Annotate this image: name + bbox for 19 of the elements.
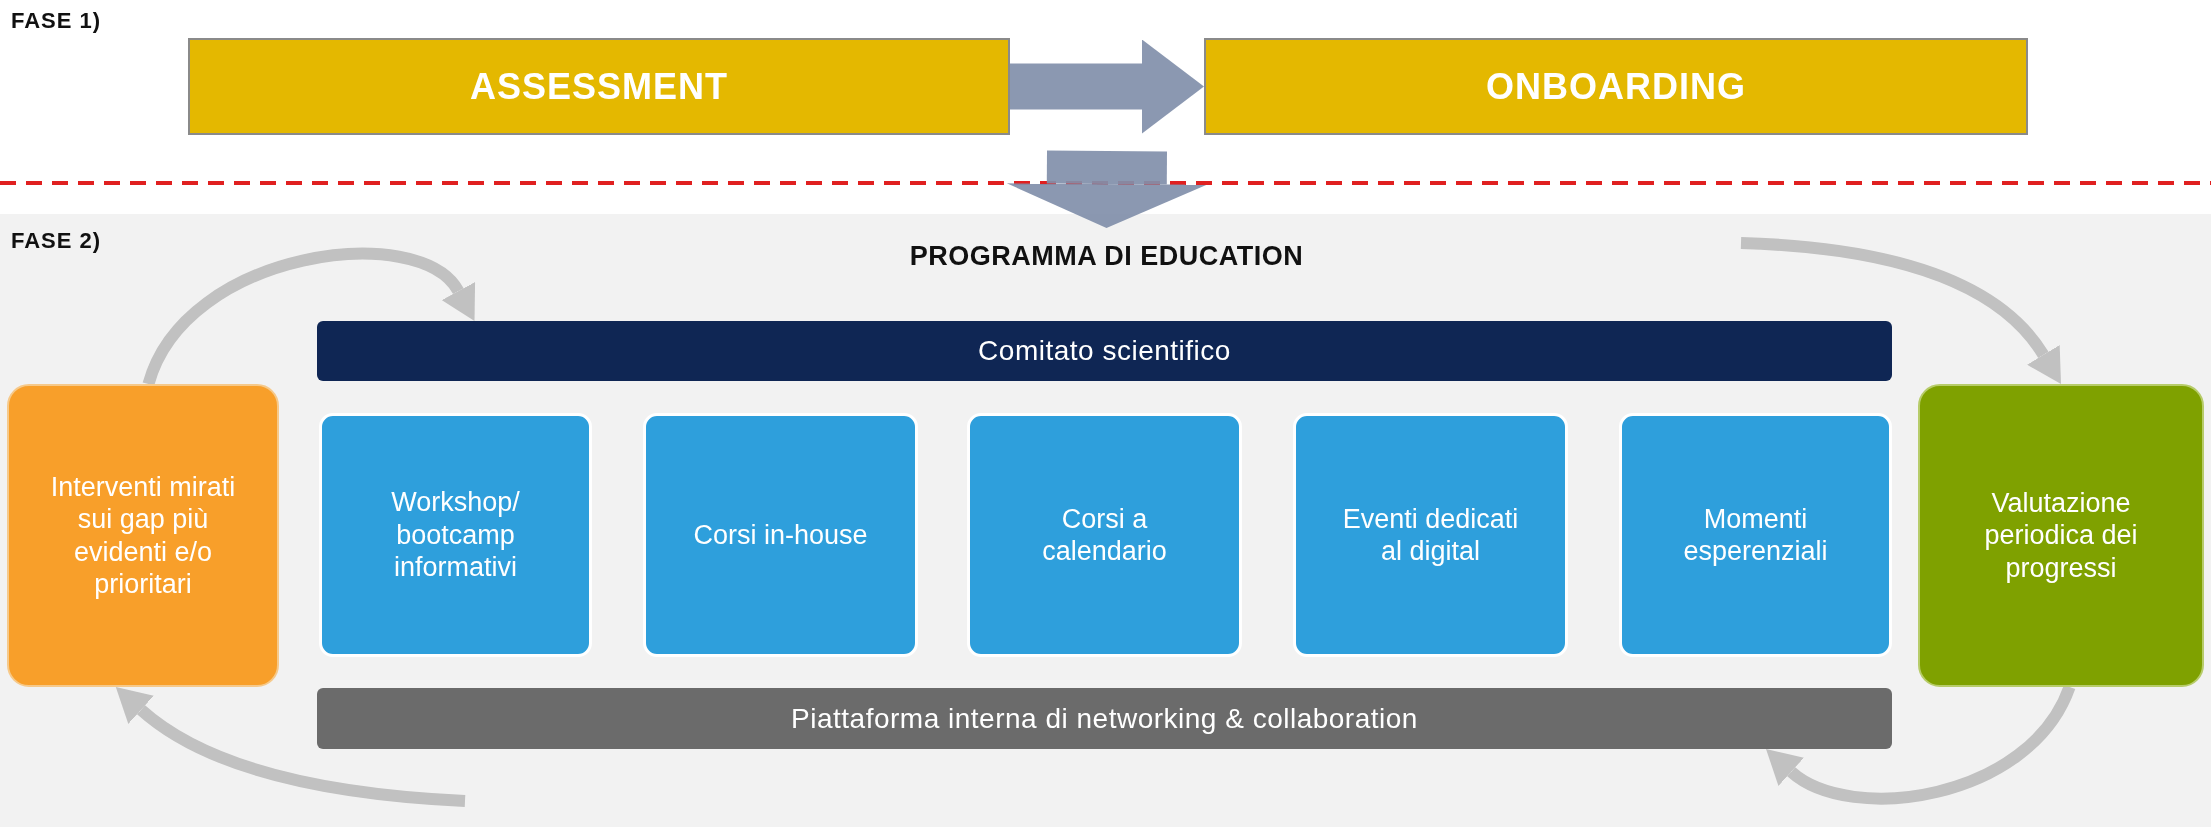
- activity-box: Workshop/ bootcamp informativi: [319, 413, 592, 657]
- phase-box: ONBOARDING: [1204, 38, 2028, 135]
- program-title: PROGRAMMA DI EDUCATION: [472, 228, 1741, 284]
- activity-box: Corsi in-house: [643, 413, 918, 657]
- action-box: Interventi mirati sui gap più evidenti e/o prioritari: [7, 384, 279, 687]
- activity-box: Eventi dedicati al digital: [1293, 413, 1568, 657]
- arrow: [1010, 39, 1204, 134]
- activity-box: Corsi a calendario: [967, 413, 1242, 657]
- arrow: [1740, 237, 2063, 383]
- activity-box: Momenti esperenziali: [1619, 413, 1892, 657]
- phase-label: FASE 2): [11, 228, 102, 254]
- arrow: [114, 688, 466, 807]
- phase-label: FASE 1): [11, 8, 102, 34]
- phase-box: ASSESSMENT: [188, 38, 1010, 135]
- arrow: [1006, 150, 1207, 228]
- arrow: [1763, 684, 2075, 805]
- evaluation-box: Valutazione periodica dei progressi: [1918, 384, 2204, 687]
- platform-bar: Piattaforma interna di networking & collaboration: [317, 688, 1892, 749]
- header-bar: Comitato scientifico: [317, 321, 1892, 381]
